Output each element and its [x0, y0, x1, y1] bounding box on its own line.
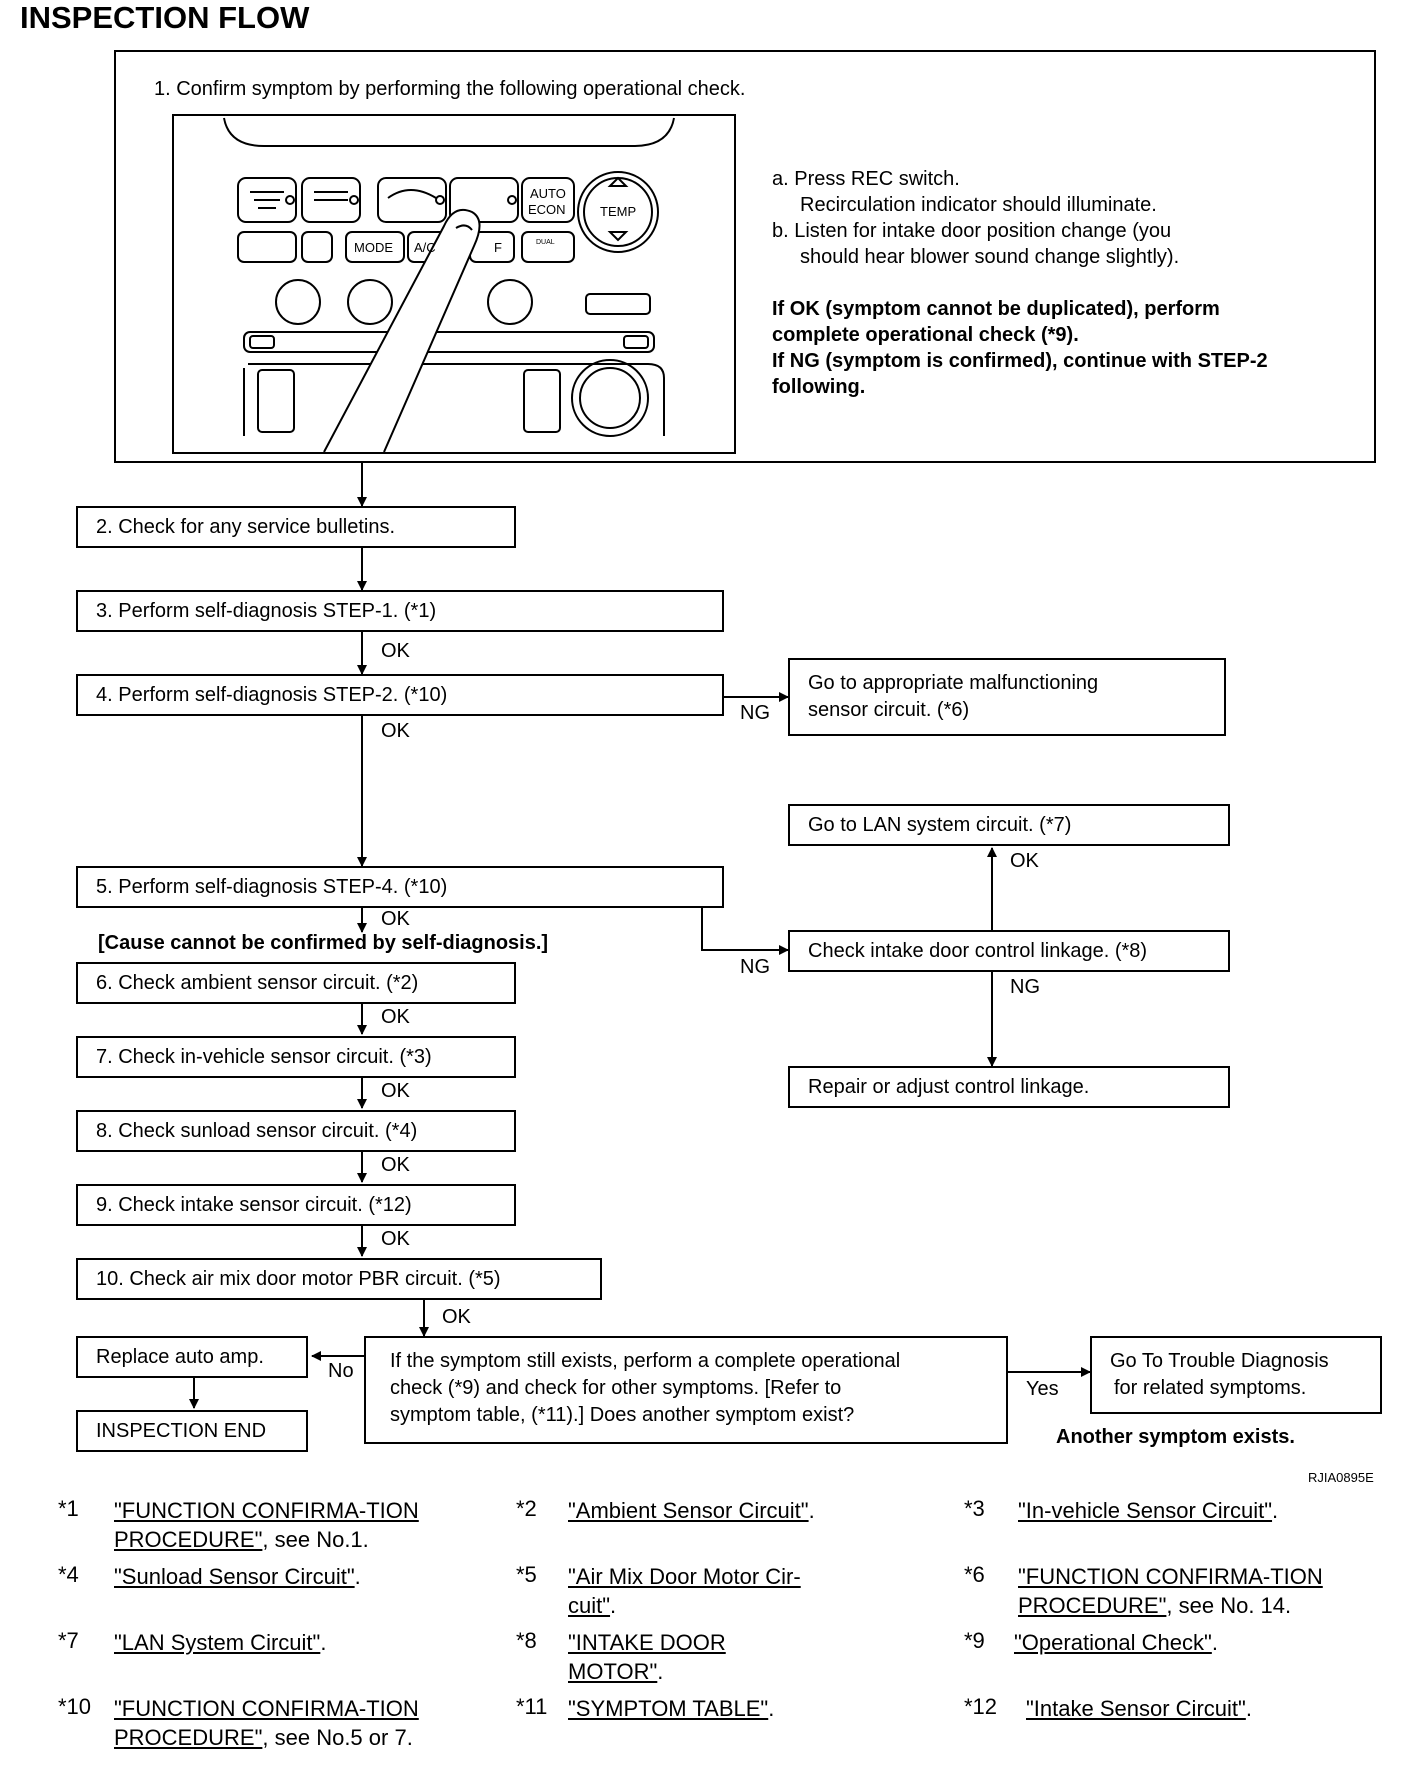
instruction-b: b. Listen for intake door position chang… [772, 220, 1172, 242]
question-box: If the symptom still exists, perform a c… [364, 1336, 1008, 1444]
footnote-link[interactable]: "FUNCTION CONFIRMA-TION PROCEDURE", see … [1018, 1564, 1323, 1618]
instruction-a: a. Press REC switch. [772, 168, 960, 190]
footnote-num: *5 [516, 1562, 537, 1587]
footnote-num: *10 [58, 1694, 92, 1719]
panel-auto-label: AUTO [530, 186, 566, 201]
ng-label-4: NG [740, 702, 770, 724]
step7-box: 7. Check in-vehicle sensor circuit. (*3) [76, 1036, 516, 1078]
result-ok-detail: complete operational check (*9). [772, 324, 1079, 346]
footnote-num: *1 [58, 1496, 79, 1521]
ng-label-linkage: NG [1010, 976, 1040, 998]
footnote-link[interactable]: "Air Mix Door Motor Cir-cuit". [568, 1564, 801, 1618]
control-panel-drawing: AUTO ECON TEMP MODE A/C F DUAL [223, 117, 675, 453]
ok-label-7: OK [381, 1080, 410, 1102]
ok-label-8: OK [381, 1154, 410, 1176]
replace-box: Replace auto amp. [76, 1336, 308, 1378]
control-panel-illustration: AUTO ECON TEMP MODE A/C F DUAL [172, 114, 736, 454]
ok-label-5: OK [381, 908, 410, 930]
panel-mode-label: MODE [354, 240, 393, 255]
instruction-a-detail: Recirculation indicator should illuminat… [800, 194, 1157, 216]
malfunction-line-2: sensor circuit. (*6) [808, 699, 970, 721]
panel-ac-label: A/C [414, 240, 436, 255]
step1-box [114, 50, 1376, 463]
footnote-link[interactable]: "SYMPTOM TABLE". [568, 1696, 775, 1721]
footnote-link[interactable]: "LAN System Circuit". [114, 1630, 327, 1655]
ng-label-5: NG [740, 956, 770, 978]
ok-label-lan: OK [1010, 850, 1039, 872]
step1-heading: 1. Confirm symptom by performing the fol… [154, 78, 746, 100]
panel-temp-label: TEMP [600, 204, 636, 219]
malfunction-line-1: Go to appropriate malfunctioning [808, 672, 1099, 694]
ok-label-9: OK [381, 1228, 410, 1250]
figure-code: RJIA0895E [1308, 1470, 1374, 1485]
footnote-link[interactable]: "INTAKE DOOR MOTOR". [568, 1630, 726, 1684]
footnote-link[interactable]: "Operational Check". [1014, 1630, 1218, 1655]
step6-box: 6. Check ambient sensor circuit. (*2) [76, 962, 516, 1004]
result-ng-detail: following. [772, 376, 866, 398]
footnote-link[interactable]: "FUNCTION CONFIRMA-TION PROCEDURE", see … [114, 1498, 419, 1552]
yes-label: Yes [1026, 1378, 1059, 1400]
inspection-end-box: INSPECTION END [76, 1410, 308, 1452]
trouble-diagnosis-box: Go To Trouble Diagnosis for related symp… [1090, 1336, 1382, 1414]
question-line-3: symptom table, (*11).] Does another symp… [390, 1404, 855, 1426]
step4-box: 4. Perform self-diagnosis STEP-2. (*10) [76, 674, 724, 716]
footnote-num: *7 [58, 1628, 79, 1653]
footnote-num: *12 [964, 1694, 998, 1719]
lan-box: Go to LAN system circuit. (*7) [788, 804, 1230, 846]
malfunction-box: Go to appropriate malfunctioning sensor … [788, 658, 1226, 736]
repair-box: Repair or adjust control linkage. [788, 1066, 1230, 1108]
footnote-link[interactable]: "FUNCTION CONFIRMA-TION PROCEDURE", see … [114, 1696, 419, 1750]
footnote-num: *3 [964, 1496, 985, 1521]
footnote-link[interactable]: "Ambient Sensor Circuit". [568, 1498, 815, 1523]
footnote-link[interactable]: "In-vehicle Sensor Circuit". [1018, 1498, 1279, 1523]
trouble-line-1: Go To Trouble Diagnosis [1110, 1350, 1329, 1372]
instruction-b-detail: should hear blower sound change slightly… [800, 246, 1180, 268]
step9-box: 9. Check intake sensor circuit. (*12) [76, 1184, 516, 1226]
page-title: INSPECTION FLOW [20, 0, 310, 35]
panel-off-label: F [494, 240, 502, 255]
footnote-link[interactable]: "Intake Sensor Circuit". [1026, 1696, 1252, 1721]
result-ok: If OK (symptom cannot be duplicated), pe… [772, 298, 1220, 320]
footnote-num: *11 [516, 1694, 548, 1719]
question-line-1: If the symptom still exists, perform a c… [390, 1350, 901, 1372]
footnote-num: *9 [964, 1628, 985, 1653]
trouble-line-2: for related symptoms. [1114, 1377, 1307, 1399]
step2-box: 2. Check for any service bulletins. [76, 506, 516, 548]
ok-label-10: OK [442, 1306, 471, 1328]
step10-box: 10. Check air mix door motor PBR circuit… [76, 1258, 602, 1300]
panel-econ-label: ECON [528, 202, 566, 217]
question-line-2: check (*9) and check for other symptoms.… [390, 1377, 842, 1399]
ok-label-3: OK [381, 640, 410, 662]
panel-dual-label: DUAL [536, 239, 555, 246]
footnote-num: *4 [58, 1562, 79, 1587]
ok-label-6: OK [381, 1006, 410, 1028]
cause-note: [Cause cannot be confirmed by self-diagn… [98, 932, 549, 954]
footnote-num: *8 [516, 1628, 537, 1653]
linkage-box: Check intake door control linkage. (*8) [788, 930, 1230, 972]
ok-label-4: OK [381, 720, 410, 742]
footnote-num: *2 [516, 1496, 537, 1521]
no-label: No [328, 1360, 354, 1382]
result-ng: If NG (symptom is confirmed), continue w… [772, 350, 1268, 372]
footnote-link[interactable]: "Sunload Sensor Circuit". [114, 1564, 361, 1589]
step8-box: 8. Check sunload sensor circuit. (*4) [76, 1110, 516, 1152]
step5-box: 5. Perform self-diagnosis STEP-4. (*10) [76, 866, 724, 908]
step3-box: 3. Perform self-diagnosis STEP-1. (*1) [76, 590, 724, 632]
footnote-num: *6 [964, 1562, 985, 1587]
another-symptom-note: Another symptom exists. [1056, 1426, 1295, 1448]
